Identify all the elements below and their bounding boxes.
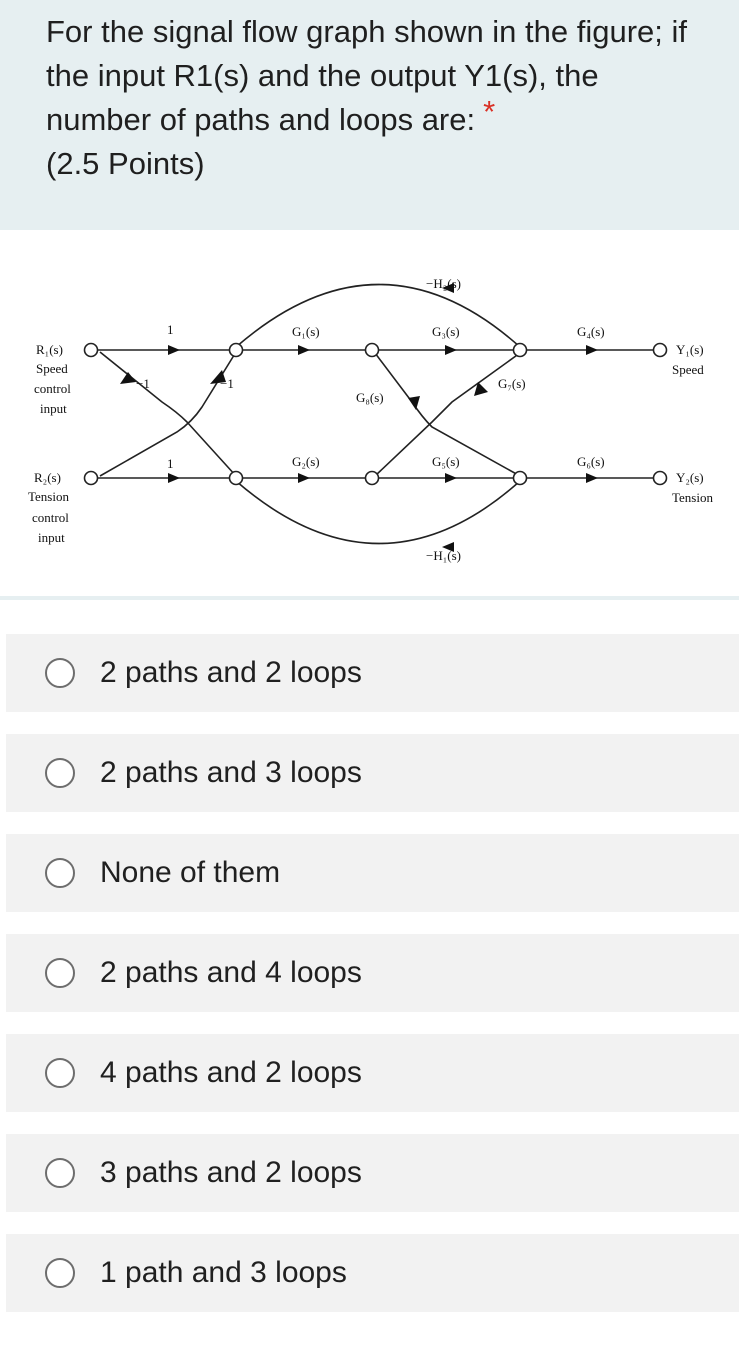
- branch-h1: [235, 480, 521, 545]
- radio-button[interactable]: [45, 1158, 75, 1188]
- label-g6: G₆(s): [577, 454, 605, 469]
- label-gain-neg1-b: −1: [220, 376, 234, 391]
- node-e: [364, 470, 380, 486]
- node-a: [228, 342, 244, 358]
- label-r2: R₂(s): [34, 470, 61, 485]
- label-r1-speed: Speed: [36, 361, 68, 376]
- branch-neg1-b: [99, 351, 237, 477]
- option-4[interactable]: 2 paths and 4 loops: [6, 934, 739, 1012]
- label-g1: G₁(s): [292, 324, 320, 339]
- label-r1-control: control: [34, 381, 71, 396]
- label-g3: G₃(s): [432, 324, 460, 339]
- figure-divider: [0, 596, 739, 600]
- label-r1-input: input: [40, 401, 67, 416]
- radio-button[interactable]: [45, 658, 75, 688]
- radio-button[interactable]: [45, 958, 75, 988]
- radio-button[interactable]: [45, 1058, 75, 1088]
- node-c: [512, 342, 528, 358]
- option-label: 2 paths and 4 loops: [100, 956, 362, 989]
- node-y2: [652, 470, 668, 486]
- label-gain-neg1-a: −1: [136, 376, 150, 391]
- option-label: 4 paths and 2 loops: [100, 1056, 362, 1089]
- label-g4: G₄(s): [577, 324, 605, 339]
- question-points: (2.5 Points): [46, 146, 205, 181]
- label-y2-tension: Tension: [672, 490, 713, 505]
- option-label: 2 paths and 2 loops: [100, 656, 362, 689]
- branch-g7: [374, 352, 521, 477]
- label-r2-tension: Tension: [28, 489, 69, 504]
- required-marker: *: [483, 94, 496, 129]
- label-g7: G₇(s): [498, 376, 526, 391]
- label-y1-speed: Speed: [672, 362, 704, 377]
- label-y1: Y₁(s): [676, 342, 704, 357]
- node-y1: [652, 342, 668, 358]
- branch-neg1-a: [99, 351, 237, 477]
- label-g2: G₂(s): [292, 454, 320, 469]
- label-h2: −H₂(s): [426, 276, 461, 291]
- option-label: 2 paths and 3 loops: [100, 756, 362, 789]
- option-2[interactable]: 2 paths and 3 loops: [6, 734, 739, 812]
- node-b: [364, 342, 380, 358]
- option-3[interactable]: None of them: [6, 834, 739, 912]
- node-f: [512, 470, 528, 486]
- label-r2-input: input: [38, 530, 65, 545]
- radio-button[interactable]: [45, 758, 75, 788]
- question-body: For the signal flow graph shown in the f…: [46, 14, 688, 137]
- radio-button[interactable]: [45, 858, 75, 888]
- label-g5: G₅(s): [432, 454, 460, 469]
- option-1[interactable]: 2 paths and 2 loops: [6, 634, 739, 712]
- label-h1: −H₁(s): [426, 548, 461, 563]
- signal-flow-graph: R₁(s) Speed control input R₂(s) Tension …: [28, 276, 713, 563]
- node-d: [228, 470, 244, 486]
- option-label: 1 path and 3 loops: [100, 1256, 347, 1289]
- option-5[interactable]: 4 paths and 2 loops: [6, 1034, 739, 1112]
- signal-flow-graph-figure: R₁(s) Speed control input R₂(s) Tension …: [12, 232, 739, 596]
- option-label: 3 paths and 2 loops: [100, 1156, 362, 1189]
- label-y2: Y₂(s): [676, 470, 704, 485]
- question-header: For the signal flow graph shown in the f…: [0, 0, 739, 230]
- node-r1: [83, 342, 99, 358]
- option-label: None of them: [100, 856, 281, 889]
- option-7[interactable]: 1 path and 3 loops: [6, 1234, 739, 1312]
- branch-h2: [235, 283, 521, 348]
- label-g8: G₈(s): [356, 390, 384, 405]
- label-r1: R₁(s): [36, 342, 63, 357]
- question-text: For the signal flow graph shown in the f…: [46, 10, 706, 186]
- option-6[interactable]: 3 paths and 2 loops: [6, 1134, 739, 1212]
- label-gain-1-bottom: 1: [167, 456, 174, 471]
- label-gain-1-top: 1: [167, 322, 174, 337]
- node-r2: [83, 470, 99, 486]
- radio-button[interactable]: [45, 1258, 75, 1288]
- label-r2-control: control: [32, 510, 69, 525]
